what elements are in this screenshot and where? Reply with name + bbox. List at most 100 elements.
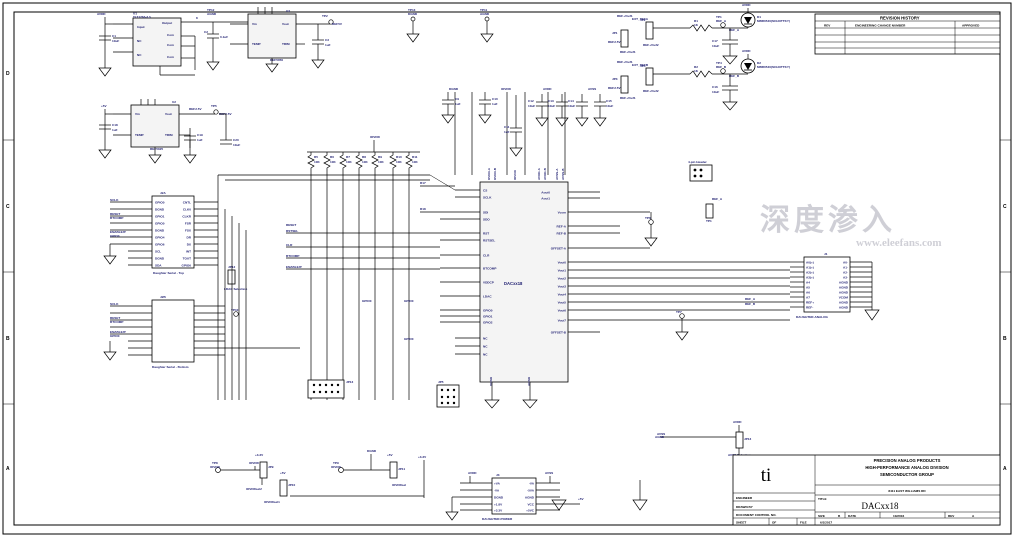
u1-out-pinnum: 8	[196, 16, 198, 20]
c10-ref: C10	[492, 97, 498, 101]
j3-lpin-2: DGND	[494, 496, 504, 500]
jp-refa-body[interactable]	[705, 203, 714, 219]
u4-pin-nc1: NC	[483, 337, 488, 341]
j2a-rpin-3: FSR	[185, 222, 192, 226]
ti-logo: ti	[761, 465, 772, 486]
net-5v-u2: +5V	[101, 104, 108, 108]
c16-ref: C16	[712, 85, 718, 89]
bottom-grounds: AGND	[632, 435, 665, 511]
tp6-ref: TP6	[645, 216, 651, 220]
c9-val: 1uF	[455, 102, 461, 106]
j2a-rpin-7: INT	[186, 250, 191, 254]
j2a-rpin-8: TOUT	[183, 257, 191, 261]
j2a-lpin-3: GPIO0	[155, 222, 165, 226]
u4-pin-agnd: AGND	[527, 376, 531, 386]
u3-pin-vin: Vin	[252, 22, 257, 26]
svg-text:B: B	[6, 336, 10, 342]
j3-net-5v: +5V	[578, 497, 585, 501]
u4-pin-aout1: Aout1	[541, 197, 550, 201]
u4-body	[479, 181, 569, 383]
jp12-body[interactable]	[227, 269, 236, 285]
jp3-body[interactable]	[620, 75, 629, 94]
tp2-label: REF5V	[332, 22, 343, 26]
r10-val: 10K	[396, 160, 402, 164]
net-btcomp: BTCOMP	[110, 216, 123, 220]
u4-pin-ldac: LDAC	[483, 295, 492, 299]
j2a-lpin-7: SCL	[155, 250, 161, 254]
u3-body	[247, 13, 297, 59]
jp1-cap: REF+Vref1	[620, 50, 636, 54]
pullup-rail-net: IOVDD	[370, 135, 381, 139]
r6-ref: R6	[330, 155, 334, 159]
j1-lpin-5: A5	[806, 286, 810, 290]
j1-rpin-5: AGND	[839, 286, 849, 290]
jp1-label: REF+Vref1	[617, 14, 633, 18]
engineer-label: ENGINEER	[736, 496, 753, 500]
jp2-ref: JP2	[640, 18, 646, 22]
iovdd-dgnd: DGND	[367, 449, 377, 453]
u2-ref: U2	[172, 100, 176, 104]
j2a-lpin-9: SDA	[155, 264, 162, 268]
jp11-5v: +5V	[387, 453, 394, 457]
u4-right-pins: Aout0 Aout1 Vcom REF-A REF-B OFFSET-A Vo…	[541, 191, 790, 335]
ext-refb-net: EXT_REFB	[632, 63, 649, 67]
c12-ref: C12	[528, 99, 534, 103]
tp8-ref: TP8	[212, 461, 218, 465]
company-line2: HIGH-PERFORMANCE ANALOG DIVISION	[865, 465, 948, 470]
r5-val: 10K	[314, 160, 320, 164]
tp1-testpoint	[720, 22, 726, 28]
rev-value: A	[972, 514, 975, 518]
u4-pin-sclk: SCLK	[483, 196, 492, 200]
j2b-net-gpio: GPIO0	[110, 334, 120, 338]
u1-part: TLT1763-3.3	[133, 15, 151, 19]
c17-ref: C17	[712, 39, 718, 43]
c3-val: 1uF	[325, 43, 331, 47]
jp2-body[interactable]	[645, 21, 654, 40]
jp4-cap: REF+Vref2	[643, 89, 659, 93]
r6-val: 10K	[330, 160, 336, 164]
r2-val: 1K	[694, 69, 699, 73]
c2-ref: C2	[204, 30, 208, 34]
tp5-testpoint	[213, 109, 219, 115]
ldac-selection-group: TP10 JP12 LDAC Selection	[224, 265, 247, 317]
tp12-label: AGND	[207, 12, 217, 16]
jp14-body[interactable]	[307, 379, 345, 399]
sig-btcomp: BTCOMP	[286, 254, 299, 258]
gnd-symbol	[98, 67, 112, 77]
jp5-body[interactable]	[689, 164, 713, 182]
u4-pin-offseta: OFFSET-A	[551, 247, 567, 251]
u4-pin-aout0: Aout0	[541, 191, 550, 195]
jp13-body[interactable]	[735, 431, 744, 449]
j2b-connector-group: J2B Daughter Serial - Bottom SCLK RESET …	[103, 295, 300, 369]
sig-r18: R18	[420, 207, 426, 211]
j1-lpin-3: A3(+)	[806, 276, 814, 280]
u3-part: REF5050	[270, 58, 283, 62]
jp11-label: IOVDDsel	[392, 483, 406, 487]
jp1-body[interactable]	[620, 29, 629, 48]
sheet-label: SHEET	[736, 521, 746, 525]
u4-pin-refa: REF-A	[557, 225, 567, 229]
r1-val: 1K	[694, 23, 699, 27]
jp11-body[interactable]	[389, 461, 398, 479]
u4-pin-dgnd: DGND	[489, 376, 493, 386]
u3-pin-temp: TEMP	[252, 42, 261, 46]
u1-pin-nc1: NC	[137, 39, 142, 43]
u2-pin-vout: Vout	[165, 112, 172, 116]
u4-pin-iovdd: IOVDD	[513, 169, 517, 180]
sig-r17: R17	[420, 181, 426, 185]
u2-pin-trim: TRIM	[165, 133, 173, 137]
j3-rpin-3: VCC	[527, 503, 534, 507]
j3-right-pins: -VA -5VA AGND VCC +5VC	[525, 482, 580, 513]
j2b-body	[151, 299, 195, 363]
jp4-body[interactable]	[645, 67, 654, 86]
revision-history-title: REVISION HISTORY	[880, 16, 920, 21]
j2b-net-enable: ENABLE/P	[110, 330, 126, 334]
u4-bottom-pins: DGND AGND	[484, 376, 538, 409]
c19-ref: C19	[197, 133, 203, 137]
j2a-rpin-9: GPIO6	[182, 264, 192, 268]
jp10-body[interactable]	[279, 479, 288, 497]
jp9-body[interactable]	[259, 461, 268, 479]
j1-left-pins: A0(+) A1(+) A2(+) A3(+) A4 A5 A6 A7 REF+…	[790, 261, 814, 310]
